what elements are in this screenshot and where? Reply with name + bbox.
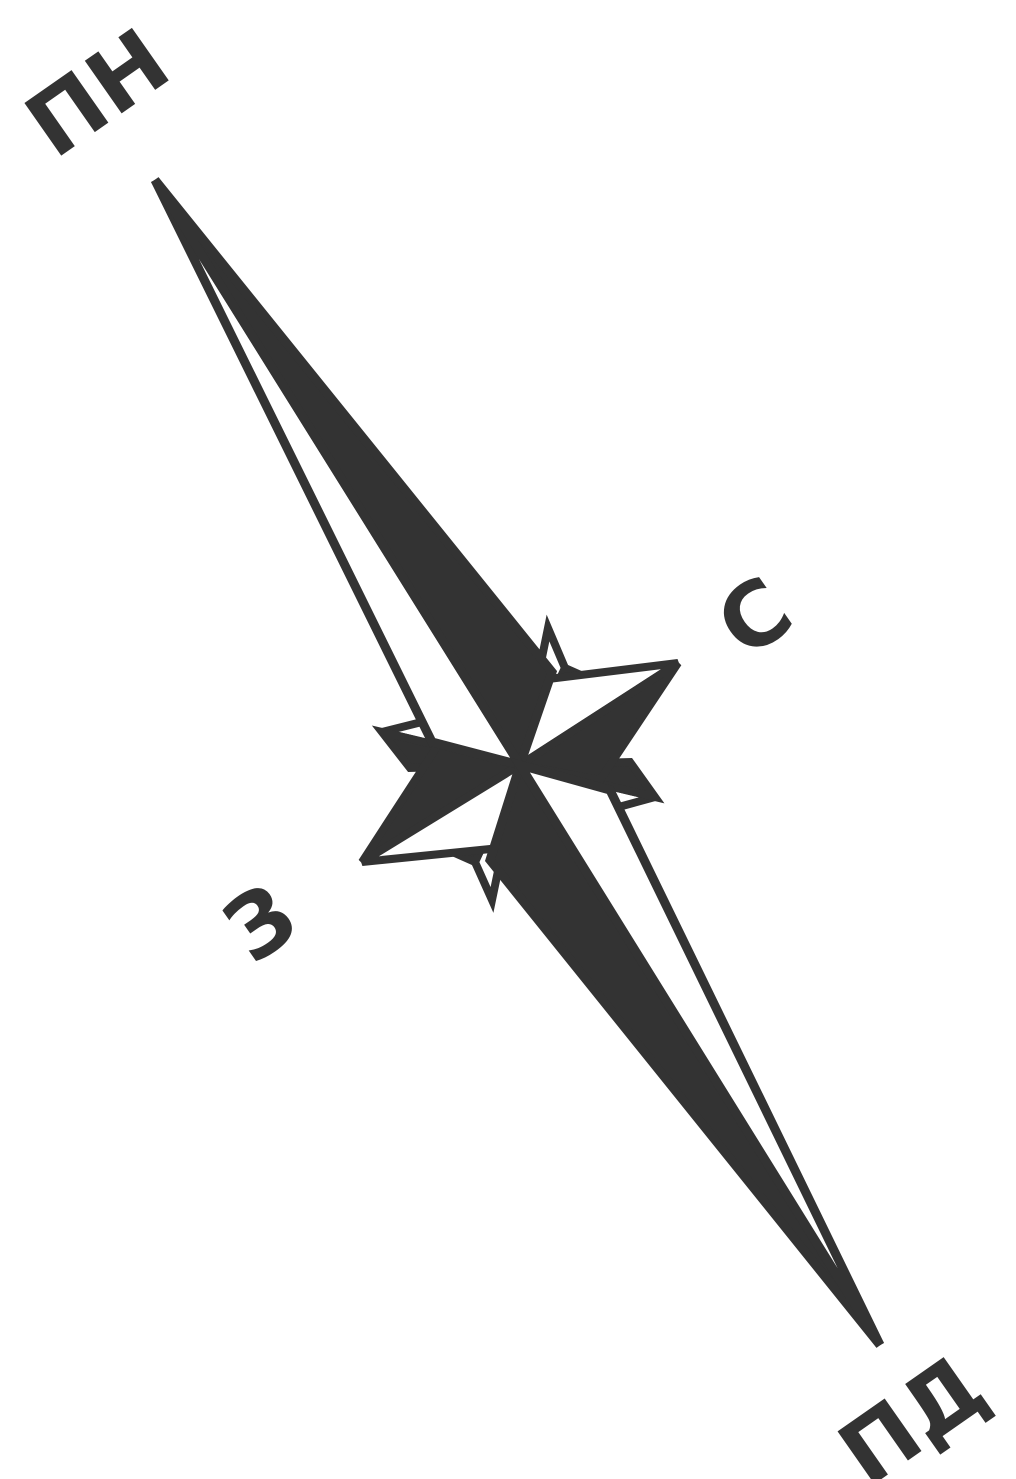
south-label: ПД <box>821 1334 1005 1479</box>
north-label: ПН <box>8 9 188 178</box>
north-needle-dark <box>155 180 552 765</box>
south-needle-light <box>520 765 880 1345</box>
west-label: З <box>205 863 315 983</box>
north-south-needle <box>155 180 880 1345</box>
east-label: С <box>699 556 811 677</box>
